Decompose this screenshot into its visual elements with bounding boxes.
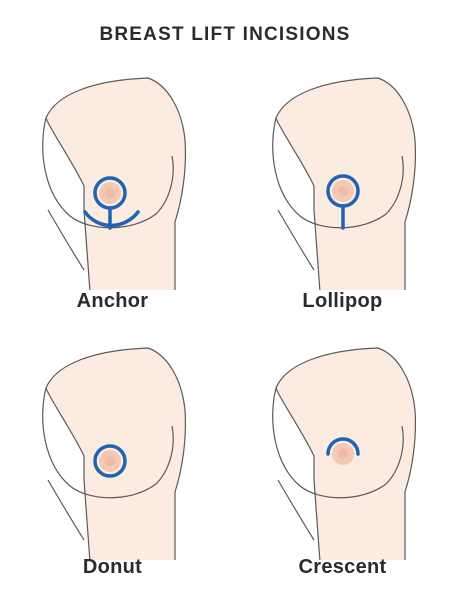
panel-crescent: Crescent <box>230 330 450 610</box>
crescent-illustration <box>272 347 417 560</box>
donut-illustration <box>42 347 187 560</box>
anchor-illustration <box>42 77 187 290</box>
label-donut: Donut <box>82 556 143 578</box>
panel-anchor: Anchor <box>0 60 225 340</box>
arm-contour <box>277 209 315 271</box>
label-lollipop: Lollipop <box>302 290 383 312</box>
inframammary-incision <box>83 210 140 228</box>
nipple <box>338 186 348 196</box>
arm-contour <box>47 479 85 541</box>
crescent-incision <box>326 437 360 456</box>
label-anchor: Anchor <box>76 290 149 312</box>
lollipop-illustration <box>272 77 417 290</box>
panel-donut: Donut <box>0 330 225 610</box>
panel-lollipop: Lollipop <box>230 60 450 340</box>
label-crescent: Crescent <box>298 556 387 578</box>
diagram-title: BREAST LIFT INCISIONS <box>99 24 351 45</box>
nipple <box>338 449 348 459</box>
nipple <box>105 188 115 198</box>
arm-contour <box>47 209 85 271</box>
arm-contour <box>277 479 315 541</box>
periareolar-incision <box>93 444 127 478</box>
nipple <box>105 456 115 466</box>
